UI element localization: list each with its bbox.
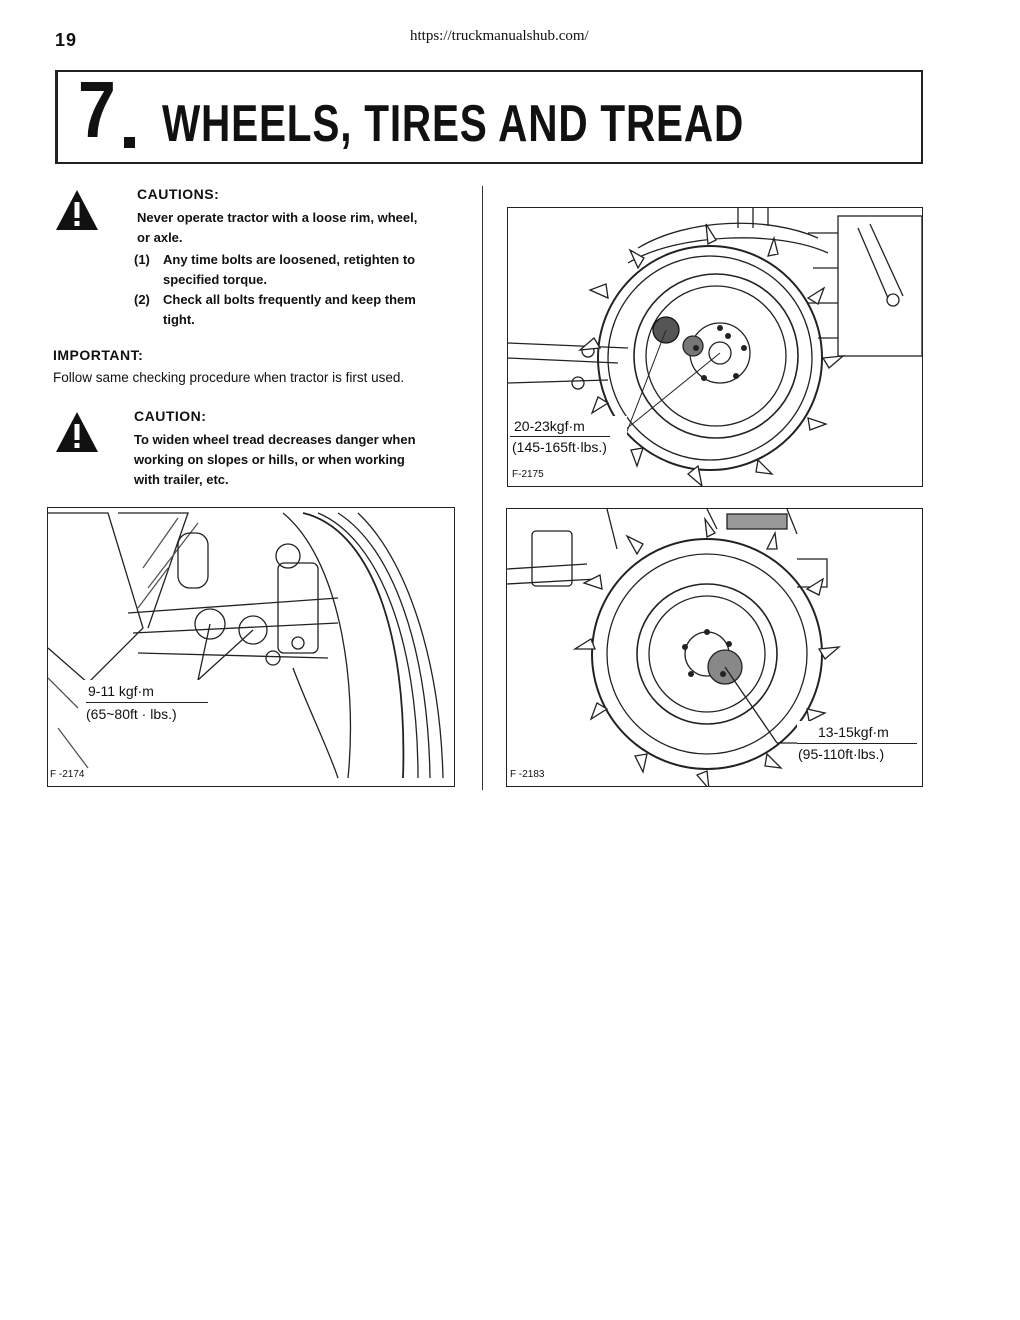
- front-axle-torque-imperial: (65~80ft · lbs.): [86, 706, 177, 722]
- cautions-item-1-line-1: Any time bolts are loosened, retighten t…: [163, 252, 416, 267]
- important-text: Follow same checking procedure when trac…: [53, 370, 405, 385]
- caution-line-2: working on slopes or hills, or when work…: [134, 452, 405, 467]
- column-divider: [482, 186, 483, 790]
- warning-triangle-icon: [56, 412, 98, 452]
- front-wheel-torque-imperial: (95-110ft·lbs.): [798, 746, 885, 762]
- rear-wheel-label-bg: [509, 416, 627, 461]
- front-wheel-label-bg: [797, 721, 921, 769]
- cautions-item-2-number: (2): [134, 292, 150, 307]
- section-title: WHEELS, TIRES AND TREAD: [162, 95, 745, 153]
- front-wheel-leader-line: [797, 743, 917, 744]
- front-axle-torque-metric: 9-11 kgf·m: [88, 683, 154, 699]
- caution-line-1: To widen wheel tread decreases danger wh…: [134, 432, 416, 447]
- figure-rear-wheel: 20-23kgf·m (145-165ft·lbs.) F-2175: [507, 207, 923, 487]
- title-left-rule: [55, 72, 58, 164]
- cautions-heading: CAUTIONS:: [137, 186, 220, 202]
- caution-heading: CAUTION:: [134, 408, 207, 424]
- rear-wheel-torque-imperial: (145-165ft·lbs.): [512, 439, 607, 455]
- front-axle-label-bg: [80, 680, 210, 726]
- source-url[interactable]: https://truckmanualshub.com/: [410, 28, 589, 44]
- section-title-box: [55, 70, 923, 164]
- front-wheel-figure-code: F -2183: [510, 769, 545, 780]
- section-number: 7: [78, 65, 116, 154]
- front-wheel-torque-metric: 13-15kgf·m: [818, 724, 889, 740]
- front-axle-illustration: [48, 512, 444, 779]
- cautions-item-1-number: (1): [134, 252, 150, 267]
- cautions-item-1-line-2: specified torque.: [163, 272, 268, 287]
- figure-front-wheel: 13-15kgf·m (95-110ft·lbs.) F -2183: [506, 508, 923, 787]
- warning-triangle-icon: [56, 190, 98, 230]
- rear-wheel-leader-line: [510, 436, 610, 437]
- page-number: 19: [55, 30, 78, 50]
- rear-wheel-torque-metric: 20-23kgf·m: [514, 418, 585, 434]
- section-number-dot: [124, 137, 135, 148]
- rear-wheel-figure-code: F-2175: [512, 469, 544, 480]
- figure-front-axle: 9-11 kgf·m (65~80ft · lbs.) F -2174: [47, 507, 455, 787]
- caution-line-3: with trailer, etc.: [134, 472, 229, 487]
- rear-wheel-illustration: [508, 208, 922, 486]
- important-heading: IMPORTANT:: [53, 347, 144, 363]
- cautions-line-1: Never operate tractor with a loose rim, …: [137, 210, 418, 225]
- cautions-item-2-line-1: Check all bolts frequently and keep them: [163, 292, 416, 307]
- cautions-line-2: or axle.: [137, 230, 183, 245]
- front-axle-figure-code: F -2174: [50, 769, 85, 780]
- cautions-item-2-line-2: tight.: [163, 312, 195, 327]
- front-axle-leader-line: [86, 702, 208, 703]
